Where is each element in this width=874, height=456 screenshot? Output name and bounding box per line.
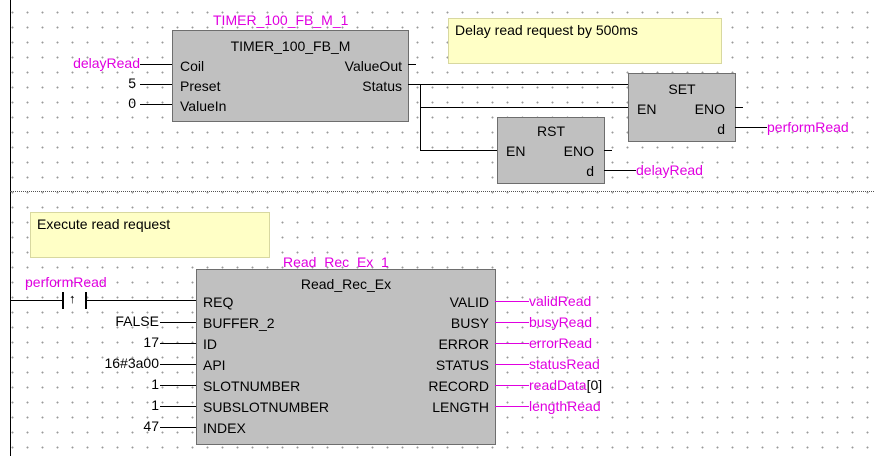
buffer2-value[interactable]: FALSE — [115, 313, 159, 329]
buffer2-wire — [160, 322, 196, 323]
status-branch-line — [420, 84, 421, 150]
rrx-output-length: LENGTH — [432, 399, 489, 415]
rst-title: RST — [537, 123, 565, 139]
rising-edge-arrow-icon: ↑ — [69, 291, 76, 306]
length-wire — [495, 406, 529, 407]
api-value[interactable]: 16#3a00 — [104, 355, 159, 371]
contact-to-req-wire — [87, 300, 196, 301]
set-en-label: EN — [637, 101, 657, 117]
rrx-input-api: API — [203, 357, 226, 373]
subslotnumber-wire — [160, 406, 196, 407]
set-d-wire — [735, 127, 767, 128]
comment-execute-read[interactable]: Execute read request — [30, 212, 270, 258]
timer-block[interactable]: TIMER_100_FB_M Coil Preset ValueIn Value… — [172, 30, 409, 122]
valid-variable[interactable]: validRead — [529, 293, 592, 309]
length-variable[interactable]: lengthRead — [529, 398, 601, 414]
timer-valuein-value[interactable]: 0 — [128, 95, 136, 111]
rung-separator — [10, 191, 874, 192]
rrx-input-slotnumber: SLOTNUMBER — [203, 378, 301, 394]
rst-block[interactable]: RST EN ENO d — [497, 117, 605, 184]
contact-left-bar[interactable] — [62, 292, 64, 309]
timer-preset-wire — [140, 84, 172, 85]
rrx-input-index: INDEX — [203, 420, 246, 436]
record-wire — [495, 385, 529, 386]
index-wire — [160, 427, 196, 428]
rrx-input-buffer2: BUFFER_2 — [203, 315, 275, 331]
slotnumber-value[interactable]: 1 — [151, 376, 159, 392]
timer-input-preset: Preset — [180, 78, 221, 94]
error-variable[interactable]: errorRead — [529, 335, 593, 351]
error-wire — [495, 343, 529, 344]
rrx-output-record: RECORD — [428, 378, 489, 394]
rrx-input-subslotnumber: SUBSLOTNUMBER — [203, 399, 330, 415]
rrx-output-valid: VALID — [449, 294, 489, 310]
rrx-instance-name[interactable]: Read_Rec_Ex_1 — [283, 254, 389, 270]
timer-preset-value[interactable]: 5 — [128, 75, 136, 91]
busy-variable[interactable]: busyRead — [529, 314, 593, 330]
status-variable[interactable]: statusRead — [529, 356, 600, 372]
status-to-set-wire — [420, 107, 628, 108]
rst-en-label: EN — [506, 143, 526, 159]
timer-type-label: TIMER_100_FB_M — [230, 38, 351, 54]
contact-right-bar[interactable] — [85, 292, 87, 309]
set-d-label: d — [717, 121, 725, 137]
record-variable[interactable]: readData[0] — [529, 377, 602, 393]
timer-input-coil: Coil — [180, 58, 205, 74]
valid-wire — [495, 301, 529, 302]
comment-delay-read-text: Delay read request by 500ms — [455, 22, 638, 38]
index-value[interactable]: 47 — [143, 418, 159, 434]
rst-eno-stub — [604, 150, 612, 151]
rrx-input-req: REQ — [203, 294, 234, 310]
id-wire — [160, 343, 196, 344]
timer-coil-variable[interactable]: delayRead — [73, 55, 140, 71]
timer-status-wire — [408, 84, 628, 85]
contact-variable[interactable]: performRead — [25, 274, 107, 290]
set-eno-stub — [735, 107, 743, 108]
rst-d-variable[interactable]: delayRead — [636, 162, 703, 178]
set-eno-label: ENO — [694, 101, 725, 117]
api-wire — [160, 364, 196, 365]
rail-to-contact-wire — [10, 300, 62, 301]
rrx-output-error: ERROR — [438, 336, 489, 352]
timer-coil-wire — [140, 64, 172, 65]
slotnumber-wire — [160, 385, 196, 386]
rrx-type-label: Read_Rec_Ex — [300, 276, 392, 292]
set-title: SET — [668, 81, 696, 97]
rst-d-wire — [604, 170, 636, 171]
rrx-input-id: ID — [203, 336, 217, 352]
timer-valuein-wire — [140, 104, 172, 105]
timer-input-valuein: ValueIn — [180, 98, 227, 114]
rst-eno-label: ENO — [563, 143, 594, 159]
set-d-variable[interactable]: performRead — [767, 119, 849, 135]
status-wire — [495, 364, 529, 365]
read-rec-ex-block[interactable]: Read_Rec_Ex REQ BUFFER_2 ID API SLOTNUMB… — [196, 269, 496, 445]
id-value[interactable]: 17 — [143, 334, 159, 350]
timer-valueout-stub — [408, 64, 416, 65]
subslotnumber-value[interactable]: 1 — [151, 397, 159, 413]
record-variable-name: readData — [529, 377, 587, 393]
set-block[interactable]: SET EN ENO d — [628, 73, 736, 142]
comment-delay-read[interactable]: Delay read request by 500ms — [448, 18, 722, 64]
record-index: [0] — [586, 377, 603, 393]
timer-instance-name[interactable]: TIMER_100_FB_M_1 — [213, 12, 349, 28]
rst-d-label: d — [586, 163, 594, 179]
status-to-rst-wire — [420, 150, 497, 151]
busy-wire — [495, 322, 529, 323]
rrx-output-busy: BUSY — [450, 315, 489, 331]
timer-output-valueout: ValueOut — [344, 58, 402, 74]
rrx-output-status: STATUS — [435, 357, 489, 373]
left-power-rail — [10, 0, 11, 456]
comment-execute-read-text: Execute read request — [37, 216, 171, 232]
timer-output-status: Status — [362, 78, 402, 94]
